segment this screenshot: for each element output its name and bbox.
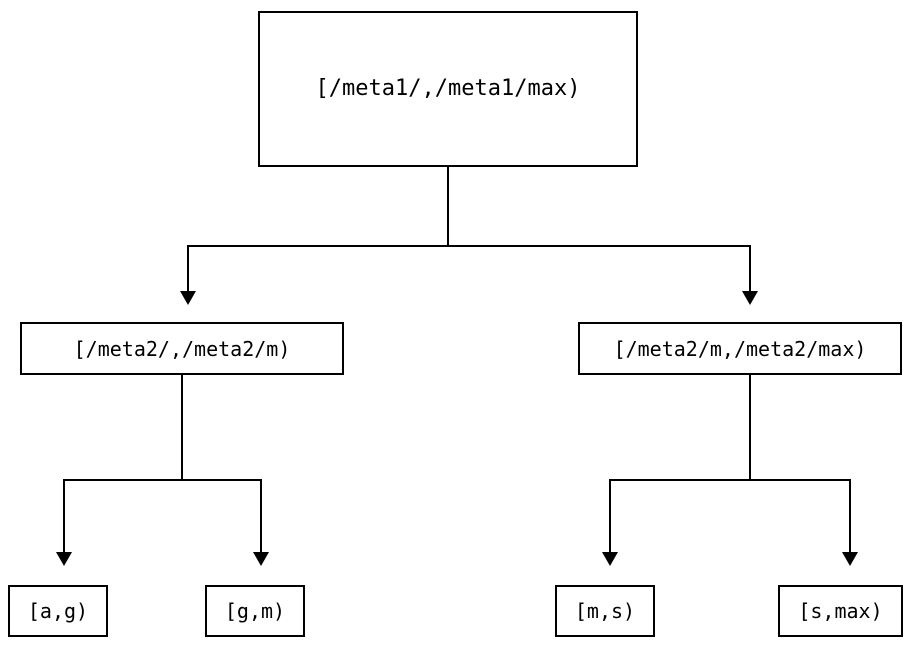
arrowhead-mid-right-to-ms-icon [602,552,618,566]
edge-root-bus [188,245,750,247]
edge-root-to-mid-left-drop [187,245,189,291]
tree-node-mid-right[interactable]: [/meta2/m,/meta2/max) [578,322,902,375]
edge-mid-right-to-smax-drop [849,479,851,552]
tree-node-leaf-gm[interactable]: [g,m) [205,585,305,637]
edge-mid-left-bus [63,479,262,481]
tree-node-leaf-smax-label: [s,max) [798,599,883,623]
arrowhead-mid-left-to-ag-icon [56,552,72,566]
edge-mid-left-stem [181,375,183,481]
tree-node-root[interactable]: [/meta1/,/meta1/max) [258,11,638,167]
tree-node-root-label: [/meta1/,/meta1/max) [315,76,581,101]
tree-node-leaf-ag-label: [a,g) [27,599,89,623]
edge-mid-right-to-ms-drop [609,479,611,552]
arrowhead-mid-left-to-gm-icon [253,552,269,566]
arrowhead-root-to-mid-left-icon [180,291,196,305]
tree-node-leaf-ag[interactable]: [a,g) [8,585,108,637]
arrowhead-root-to-mid-right-icon [742,291,758,305]
edge-mid-left-to-ag-drop [63,479,65,552]
tree-node-leaf-gm-label: [g,m) [224,599,286,623]
tree-node-mid-left[interactable]: [/meta2/,/meta2/m) [20,322,344,375]
edge-mid-right-bus [609,479,851,481]
tree-node-leaf-ms-label: [m,s) [574,599,636,623]
tree-node-leaf-ms[interactable]: [m,s) [555,585,655,637]
edge-root-stem [447,167,449,247]
arrowhead-mid-right-to-smax-icon [842,552,858,566]
edge-mid-right-stem [749,375,751,481]
tree-node-mid-left-label: [/meta2/,/meta2/m) [73,336,291,361]
tree-node-leaf-smax[interactable]: [s,max) [778,585,903,637]
edge-mid-left-to-gm-drop [260,479,262,552]
edge-root-to-mid-right-drop [749,245,751,291]
tree-node-mid-right-label: [/meta2/m,/meta2/max) [613,336,867,361]
